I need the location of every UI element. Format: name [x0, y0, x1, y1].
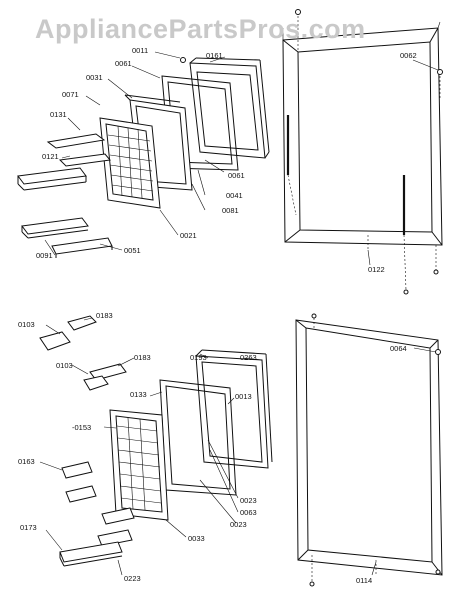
- label-0061b: 0061: [228, 171, 245, 180]
- label-0163: 0163: [18, 457, 35, 466]
- watermark-text: AppliancePartsPros.com: [35, 14, 366, 44]
- label-0021: 0021: [180, 231, 197, 240]
- label-0223: 0223: [124, 574, 141, 583]
- lower-hinge-parts: [39, 315, 127, 391]
- label-0013: 0013: [235, 392, 252, 401]
- label-0173: 0173: [20, 523, 37, 532]
- label-0131: 0131: [50, 110, 67, 119]
- label-0263: 0263: [240, 353, 257, 362]
- lower-grille: [109, 409, 169, 521]
- label-0153: -0153: [72, 423, 91, 432]
- lower-small-bins: [59, 461, 135, 567]
- label-0051: 0051: [124, 246, 141, 255]
- label-0081: 0081: [222, 206, 239, 215]
- label-0041: 0041: [226, 191, 243, 200]
- upper-leader-lines: [44, 51, 439, 266]
- upper-shelves: [17, 133, 111, 191]
- label-0183b: 0183: [134, 353, 151, 362]
- upper-rack: [99, 117, 161, 209]
- label-0103b: 0103: [56, 361, 73, 370]
- label-0063: 0063: [240, 508, 257, 517]
- part-labels: 0011 0161 0062 0061 0031 0071 0131 0121 …: [18, 46, 417, 585]
- label-0011: 0011: [132, 46, 148, 55]
- label-0103a: 0103: [18, 320, 35, 329]
- label-0023a: 0023: [240, 496, 257, 505]
- label-0114: 0114: [356, 576, 372, 585]
- label-0023b: 0023: [230, 520, 247, 529]
- label-0193: 0193: [190, 353, 207, 362]
- label-0133: 0133: [130, 390, 147, 399]
- lower-leader-lines: [39, 317, 437, 576]
- label-0031: 0031: [86, 73, 103, 82]
- label-0064: 0064: [390, 344, 407, 353]
- label-0183a: 0183: [96, 311, 113, 320]
- upper-bins: [21, 217, 113, 258]
- label-0161: 0161: [206, 51, 223, 60]
- label-0091: 0091: [36, 251, 53, 260]
- lower-door-frame: [295, 313, 443, 587]
- label-0061a: 0061: [115, 59, 132, 68]
- lower-door-panel: [195, 349, 273, 469]
- upper-door-panel: [180, 57, 270, 159]
- upper-door-frame: [282, 9, 443, 295]
- label-0121: 0121: [42, 152, 59, 161]
- label-0062: 0062: [400, 51, 417, 60]
- label-0033: 0033: [188, 534, 205, 543]
- label-0122: 0122: [368, 265, 385, 274]
- label-0071: 0071: [62, 90, 79, 99]
